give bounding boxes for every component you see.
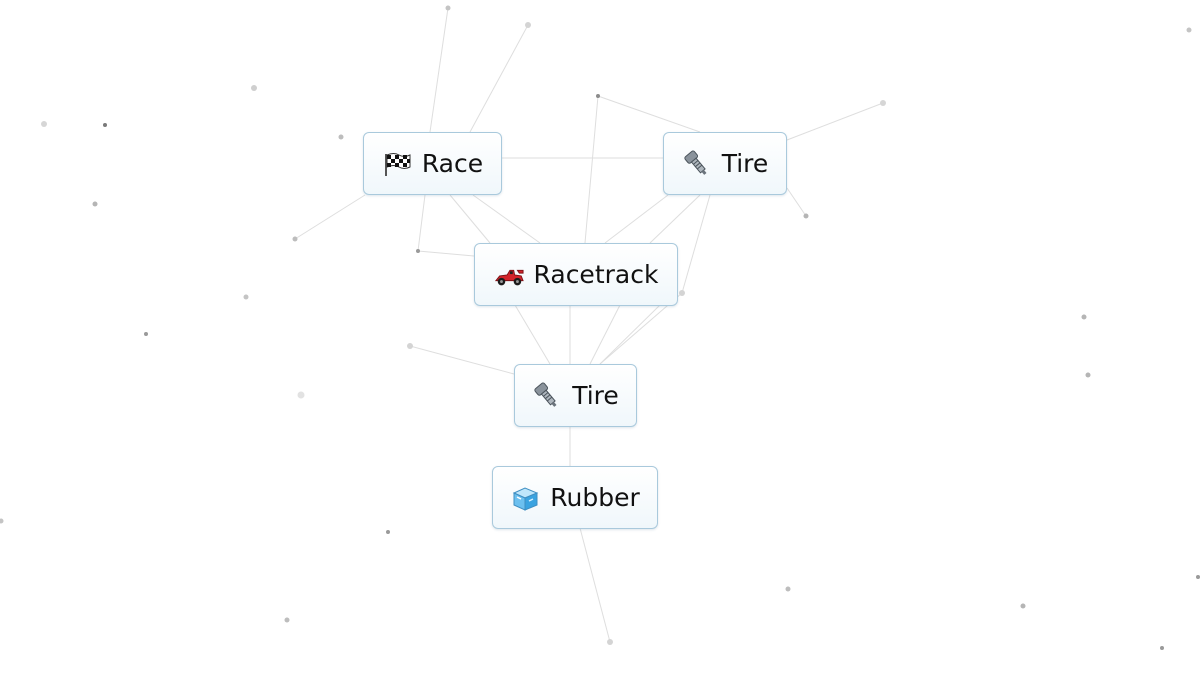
connection-line <box>449 194 491 244</box>
element-card-race[interactable]: Race <box>363 132 502 195</box>
tire-valve-icon <box>682 149 712 179</box>
background-dot <box>445 5 451 11</box>
background-dot <box>144 332 148 336</box>
background-dot <box>803 213 809 219</box>
connection-line <box>514 304 551 365</box>
connection-line <box>469 24 529 133</box>
background-dot <box>297 391 305 399</box>
connection-line <box>584 95 599 244</box>
connection-line <box>604 194 669 244</box>
connection-line <box>294 194 366 240</box>
connection-line <box>472 194 541 244</box>
element-card-rubber[interactable]: Rubber <box>492 466 658 529</box>
connection-line <box>786 187 807 217</box>
background-dot <box>1081 314 1087 320</box>
background-dot <box>525 22 531 28</box>
connection-line <box>786 102 884 141</box>
background-dot <box>1020 603 1026 609</box>
element-card-tire[interactable]: Tire <box>514 364 637 427</box>
connection-line <box>599 304 661 365</box>
background-dot <box>251 85 257 91</box>
background-dot <box>338 134 344 140</box>
background-dot <box>1196 575 1200 579</box>
connection-line <box>649 194 701 244</box>
element-label: Race <box>421 149 484 178</box>
element-label: Tire <box>721 149 769 178</box>
connection-line <box>589 304 621 365</box>
background-dot <box>41 121 47 127</box>
background-dot <box>607 639 613 645</box>
element-card-racetrack[interactable]: Racetrack <box>474 243 678 306</box>
background-dot <box>292 236 298 242</box>
checkered-flag-icon <box>382 149 412 179</box>
element-label: Tire <box>572 381 619 410</box>
background-dot <box>1085 372 1091 378</box>
background-dot <box>1160 646 1164 650</box>
race-car-icon <box>494 260 524 290</box>
tire-valve-icon <box>532 381 562 411</box>
connection-line <box>429 7 449 133</box>
connection-line <box>417 194 426 252</box>
background-dot <box>416 249 420 253</box>
background-dot <box>880 100 886 106</box>
background-dot <box>1186 27 1192 33</box>
ice-cube-icon <box>510 483 540 513</box>
background-dot <box>679 290 685 296</box>
connection-line <box>579 527 611 643</box>
element-card-tire[interactable]: Tire <box>663 132 787 195</box>
connection-line <box>409 345 515 375</box>
background-dot <box>785 586 791 592</box>
background-dot <box>284 617 290 623</box>
connection-line <box>417 250 475 257</box>
background-dot <box>596 94 600 98</box>
background-dot <box>0 518 4 524</box>
background-dot <box>243 294 249 300</box>
background-dot <box>103 123 107 127</box>
background-dot <box>386 530 390 534</box>
background-dot <box>92 201 98 207</box>
background-dot <box>407 343 413 349</box>
element-label: Racetrack <box>533 260 659 289</box>
connection-line <box>597 95 701 133</box>
element-label: Rubber <box>550 483 640 512</box>
connection-line <box>681 194 711 294</box>
